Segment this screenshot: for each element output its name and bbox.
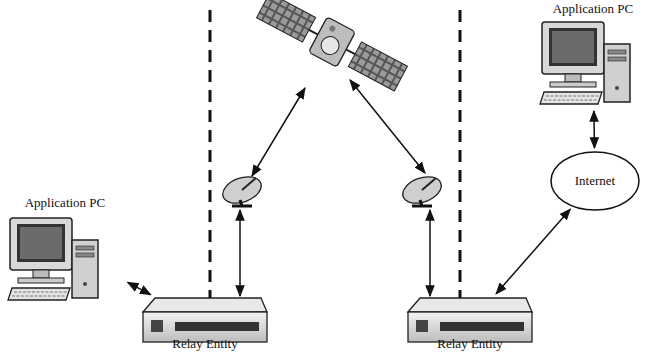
node-label: Internet [573,174,617,188]
ellipse-outline [551,152,639,210]
dish-cable-arrow [429,210,431,296]
dashed-boundary [459,10,462,300]
satellite-dish [399,172,445,208]
computer-icon [540,22,630,104]
uplink-arrow [252,88,305,176]
relay-device [143,298,267,342]
computer-icon [8,218,98,300]
computer-node: Application PC [532,2,654,108]
network-cloud: Internet [550,151,640,211]
link-arrow [593,111,595,148]
node-label: Application PC [551,2,636,16]
satellite-dish [219,172,265,208]
node-label: Relay Entity [435,337,504,351]
boundary-lines [210,10,460,300]
relay-node: Relay Entity [141,296,269,351]
relay-device [408,298,532,342]
node-label: Relay Entity [170,337,239,351]
link-arrow [496,209,570,294]
downlink-arrow [350,80,425,173]
computer-node: Application PC [5,196,125,302]
relay-node: Relay Entity [406,296,534,351]
node-label: Application PC [23,196,108,210]
link-arrow [128,282,151,294]
dish-cable-arrow [239,210,241,296]
satellite [254,0,411,96]
radio-links [240,80,430,296]
dashed-boundary [209,10,212,300]
